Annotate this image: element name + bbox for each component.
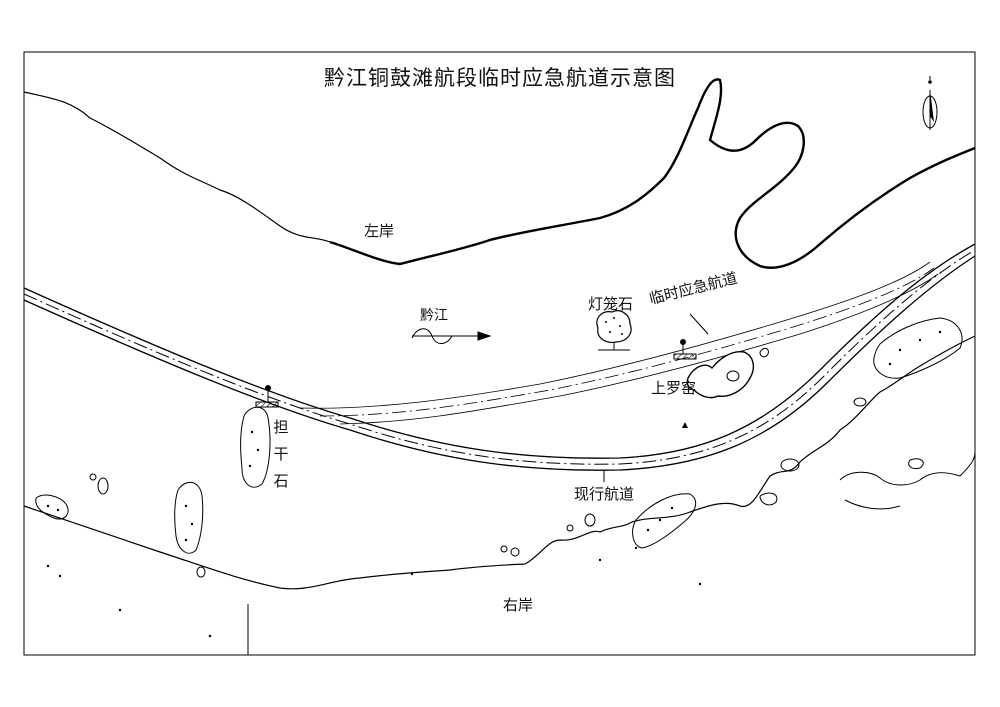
left-bank-shoreline	[23, 91, 331, 243]
rock-small	[566, 524, 574, 532]
temporary-channel-upper	[299, 261, 931, 409]
islet-small	[759, 347, 769, 358]
rock-small	[89, 473, 97, 481]
dangan-rock-label: 担干石	[273, 418, 289, 490]
denglong-rock-base	[598, 342, 630, 351]
shangluo-island	[686, 351, 755, 399]
shoal-lower-left	[174, 481, 204, 554]
shoal-dangan	[240, 406, 271, 488]
rock-small	[780, 458, 800, 472]
temporary-channel-center	[319, 267, 935, 417]
buoy-icon	[255, 385, 279, 408]
shangluo-island-peak	[726, 370, 740, 382]
left-bank-label: 左岸	[364, 222, 395, 240]
rock-small	[196, 566, 206, 578]
denglong-rock	[596, 310, 632, 343]
current-channel-center	[23, 249, 976, 465]
rock-small	[853, 397, 867, 407]
flow-direction-arrow-icon	[411, 328, 492, 344]
shoal-dots	[46, 330, 942, 638]
denglong-rock-texture	[605, 317, 623, 335]
rock-small	[500, 545, 508, 553]
left-bank-shoreline-bold	[329, 78, 976, 269]
current-channel-inner	[23, 255, 976, 471]
buoy-icon	[673, 339, 697, 360]
right-bank-label: 右岸	[503, 596, 534, 614]
map-title: 黔江铜鼓滩航段临时应急航道示意图	[324, 66, 676, 90]
rock-small	[510, 547, 520, 557]
temporary-channel-leader	[689, 313, 709, 335]
shoal-left-edge	[35, 494, 69, 520]
shoal-current-channel	[632, 493, 697, 549]
denglong-rock-label: 灯笼石	[588, 295, 634, 313]
rock-small	[97, 477, 109, 495]
shoal-right-upper	[873, 317, 963, 379]
right-bank-islet-cluster	[759, 451, 976, 510]
current-channel-outer	[23, 243, 976, 459]
islet-dot	[682, 422, 688, 428]
right-bank-shoreline	[23, 335, 976, 590]
rock-small	[584, 513, 596, 527]
shangluo-island-label: 上罗窑	[651, 379, 697, 397]
current-channel-label: 现行航道	[574, 485, 635, 503]
map-border	[23, 51, 976, 656]
temporary-channel-lower	[339, 273, 939, 425]
north-arrow-icon	[922, 76, 938, 130]
river-name-label: 黔江	[420, 308, 448, 324]
